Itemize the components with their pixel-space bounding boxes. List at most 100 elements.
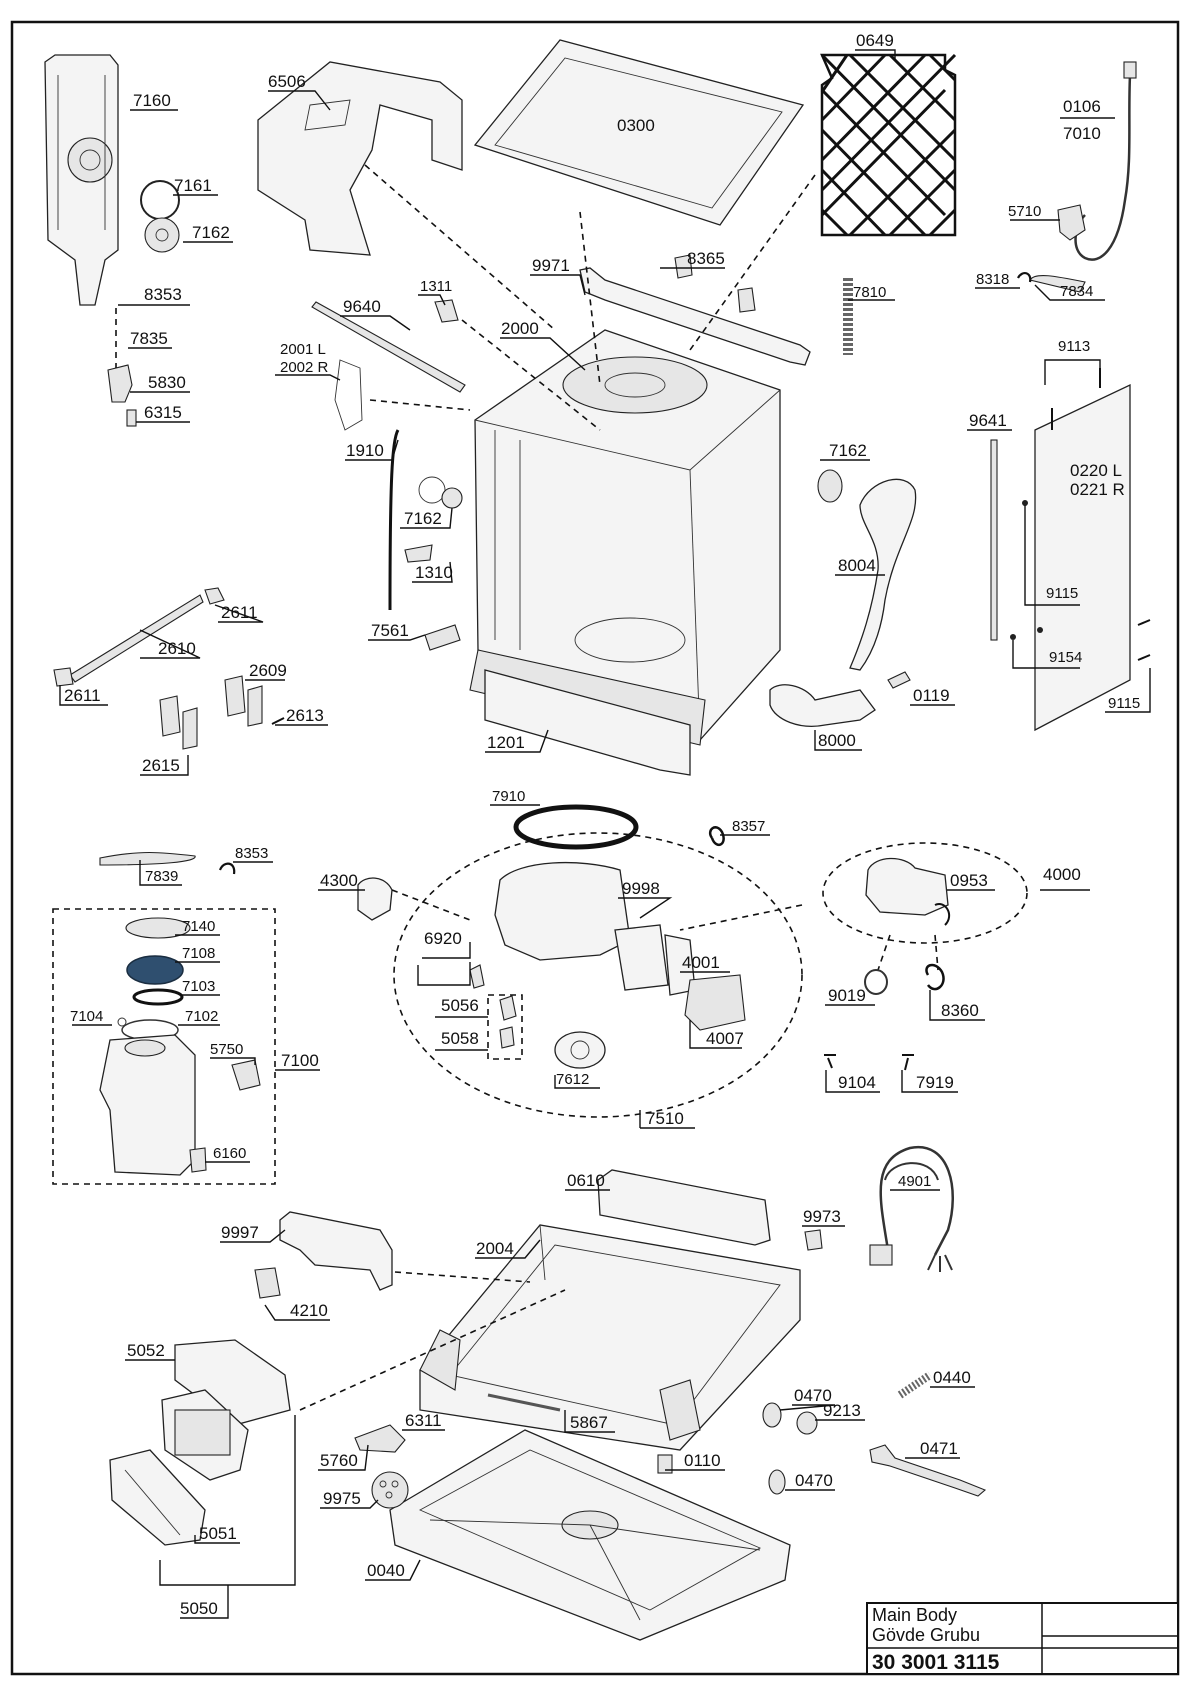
rail-9640 [311,301,466,393]
leader-lines [59,49,1151,1619]
part-9973 [804,1229,823,1251]
label-0300: 0300 [617,116,655,135]
label-0110: 0110 [684,1451,721,1470]
label-7162-top: 7162 [192,223,230,242]
base-frame-2004 [254,1169,801,1451]
label-9115-lower: 9115 [1108,695,1140,712]
group-7100-box [52,908,276,1185]
label-5058: 5058 [441,1029,479,1048]
label-7919: 7919 [916,1073,954,1092]
label-5750: 5750 [210,1041,243,1058]
label-9154: 9154 [1049,649,1082,666]
filter-9975 [371,1471,409,1509]
label-0470-upper: 0470 [794,1386,832,1405]
screw-9104 [824,1054,836,1069]
label-0221: 0221 R [1070,480,1125,499]
part-0300-illustration [473,39,805,226]
label-7910: 7910 [492,788,525,805]
label-9997: 9997 [221,1223,259,1242]
label-0040: 0040 [367,1561,405,1580]
label-6311: 6311 [405,1411,442,1430]
clip-8353 [218,862,236,875]
clip-8365 [674,254,693,279]
part-5051 [109,1449,206,1546]
label-9115-upper: 9115 [1046,585,1078,602]
label-8353-mid: 8353 [235,845,268,862]
label-7839: 7839 [145,868,178,885]
label-4000: 4000 [1043,865,1081,884]
hose-7839 [99,851,196,866]
label-0953: 0953 [950,871,988,890]
clip-1311 [434,299,459,323]
label-7010: 7010 [1063,124,1101,143]
label-7612: 7612 [556,1071,589,1088]
label-0106: 0106 [1063,97,1101,116]
label-7108: 7108 [182,945,215,962]
label-7102: 7102 [185,1008,218,1025]
label-7561: 7561 [371,621,409,640]
label-9213: 9213 [823,1401,861,1420]
page-frame [10,20,1180,1676]
label-5056: 5056 [441,996,479,1015]
disc-7162 [144,217,180,253]
label-5867: 5867 [570,1413,608,1432]
part-4210 [254,1267,281,1299]
label-5710: 5710 [1008,203,1041,220]
valve-5710 [1057,204,1086,241]
part-2000-tub-illustration [334,329,781,776]
label-0470-lower: 0470 [795,1471,833,1490]
power-cable-4901 [869,1145,954,1272]
rail-parts-2610-group [53,587,285,750]
label-2611-left: 2611 [64,686,101,705]
strip-9641 [990,439,998,641]
label-8318: 8318 [976,271,1009,288]
label-1201: 1201 [487,733,525,752]
label-7103: 7103 [182,978,215,995]
label-2609: 2609 [249,661,287,680]
screw-7919 [902,1054,914,1071]
cable-0471 [869,1444,987,1497]
label-4001: 4001 [682,953,720,972]
label-9640: 9640 [343,297,381,316]
part-0106-hose-illustration [1017,61,1137,293]
label-8000: 8000 [818,731,856,750]
part-7160-illustration [44,54,180,427]
label-9973: 9973 [803,1207,841,1226]
clip-8357 [708,826,725,847]
pump-assembly-9998 [469,861,746,1069]
strip-5867 [487,1393,561,1412]
label-5052: 5052 [127,1341,165,1360]
base-1201 [484,669,691,776]
label-9104: 9104 [838,1073,876,1092]
wheel-0470a [762,1402,782,1428]
washer-9213 [796,1411,818,1435]
label-9113: 9113 [1058,338,1090,355]
label-8365: 8365 [687,249,725,268]
part-labels: 7160 7161 7162 8353 7835 5830 6315 6506 … [64,31,1140,1618]
spring-0440 [897,1371,933,1399]
side-panel-0220-illustration [990,368,1151,732]
label-6506: 6506 [268,72,306,91]
label-7162-right: 7162 [829,441,867,460]
drawing-code: 30 3001 3115 [872,1651,1000,1674]
label-6920: 6920 [424,929,462,948]
label-7834: 7834 [1060,283,1093,300]
foot-0110 [657,1454,673,1474]
label-7161: 7161 [174,176,212,195]
group-4000-ellipse [822,842,1028,944]
label-4901: 4901 [898,1173,931,1190]
label-7160: 7160 [133,91,171,110]
label-0649: 0649 [856,31,894,50]
label-2002: 2002 R [280,359,329,376]
label-1311: 1311 [420,278,452,295]
label-7810: 7810 [853,284,886,301]
label-7104: 7104 [70,1008,103,1025]
label-7510: 7510 [646,1109,684,1128]
label-1910: 1910 [346,441,384,460]
part-0649-illustration [820,53,957,237]
label-2613: 2613 [286,706,324,725]
part-5052 [174,1339,291,1426]
hinge-7561 [424,624,461,651]
title-line-english: Main Body [872,1605,957,1625]
label-2001: 2001 L [280,341,326,358]
